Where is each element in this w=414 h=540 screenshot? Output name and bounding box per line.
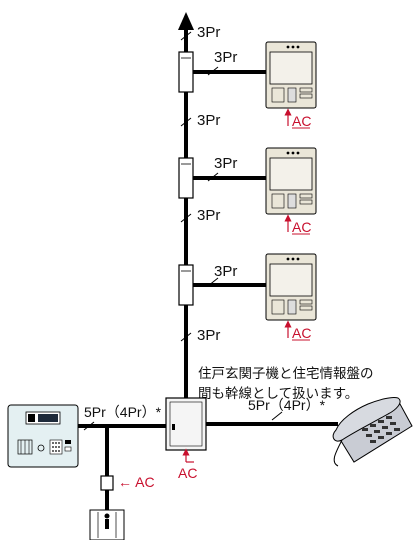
pair-label-right: 5Pr（4Pr）*: [248, 397, 326, 413]
ac-marker-1: AC: [284, 108, 311, 129]
pair-label-left: 5Pr（4Pr）*: [84, 404, 162, 420]
junction-box-2: [178, 157, 194, 199]
pair-label: 3Pr: [197, 24, 220, 41]
note-line-1: 住戸玄関子機と住宅情報盤の: [198, 365, 374, 382]
ac-label: AC: [292, 219, 311, 235]
pair-label: 3Pr: [214, 263, 237, 280]
ac-label: AC: [292, 113, 311, 129]
door-station: [89, 509, 125, 540]
junction-box-icon: [100, 475, 114, 491]
room-monitor-2: [265, 147, 317, 215]
ac-marker-2: AC: [284, 214, 311, 235]
entrance-panel: [7, 404, 79, 468]
ac-marker-panel: AC: [178, 448, 197, 481]
pair-label: 3Pr: [214, 49, 237, 66]
ac-marker-3: AC: [284, 320, 311, 341]
arrow-up-icon: [178, 12, 194, 30]
ac-label: ← AC: [118, 474, 155, 490]
pair-label: 3Pr: [197, 207, 220, 224]
junction-box-3: [178, 264, 194, 306]
pair-label: 3Pr: [197, 327, 220, 344]
ac-marker-entrance: ← AC: [118, 474, 155, 490]
pair-label: 3Pr: [197, 112, 220, 129]
ac-label: AC: [292, 325, 311, 341]
control-unit: [165, 397, 207, 451]
room-monitor-3: [265, 253, 317, 321]
junction-box-1: [178, 51, 194, 93]
pair-label: 3Pr: [214, 155, 237, 172]
note-line-2: 間も幹線として扱います。: [198, 385, 358, 402]
room-monitor-1: [265, 41, 317, 109]
telephone: [332, 397, 413, 467]
ac-label: AC: [178, 465, 197, 481]
